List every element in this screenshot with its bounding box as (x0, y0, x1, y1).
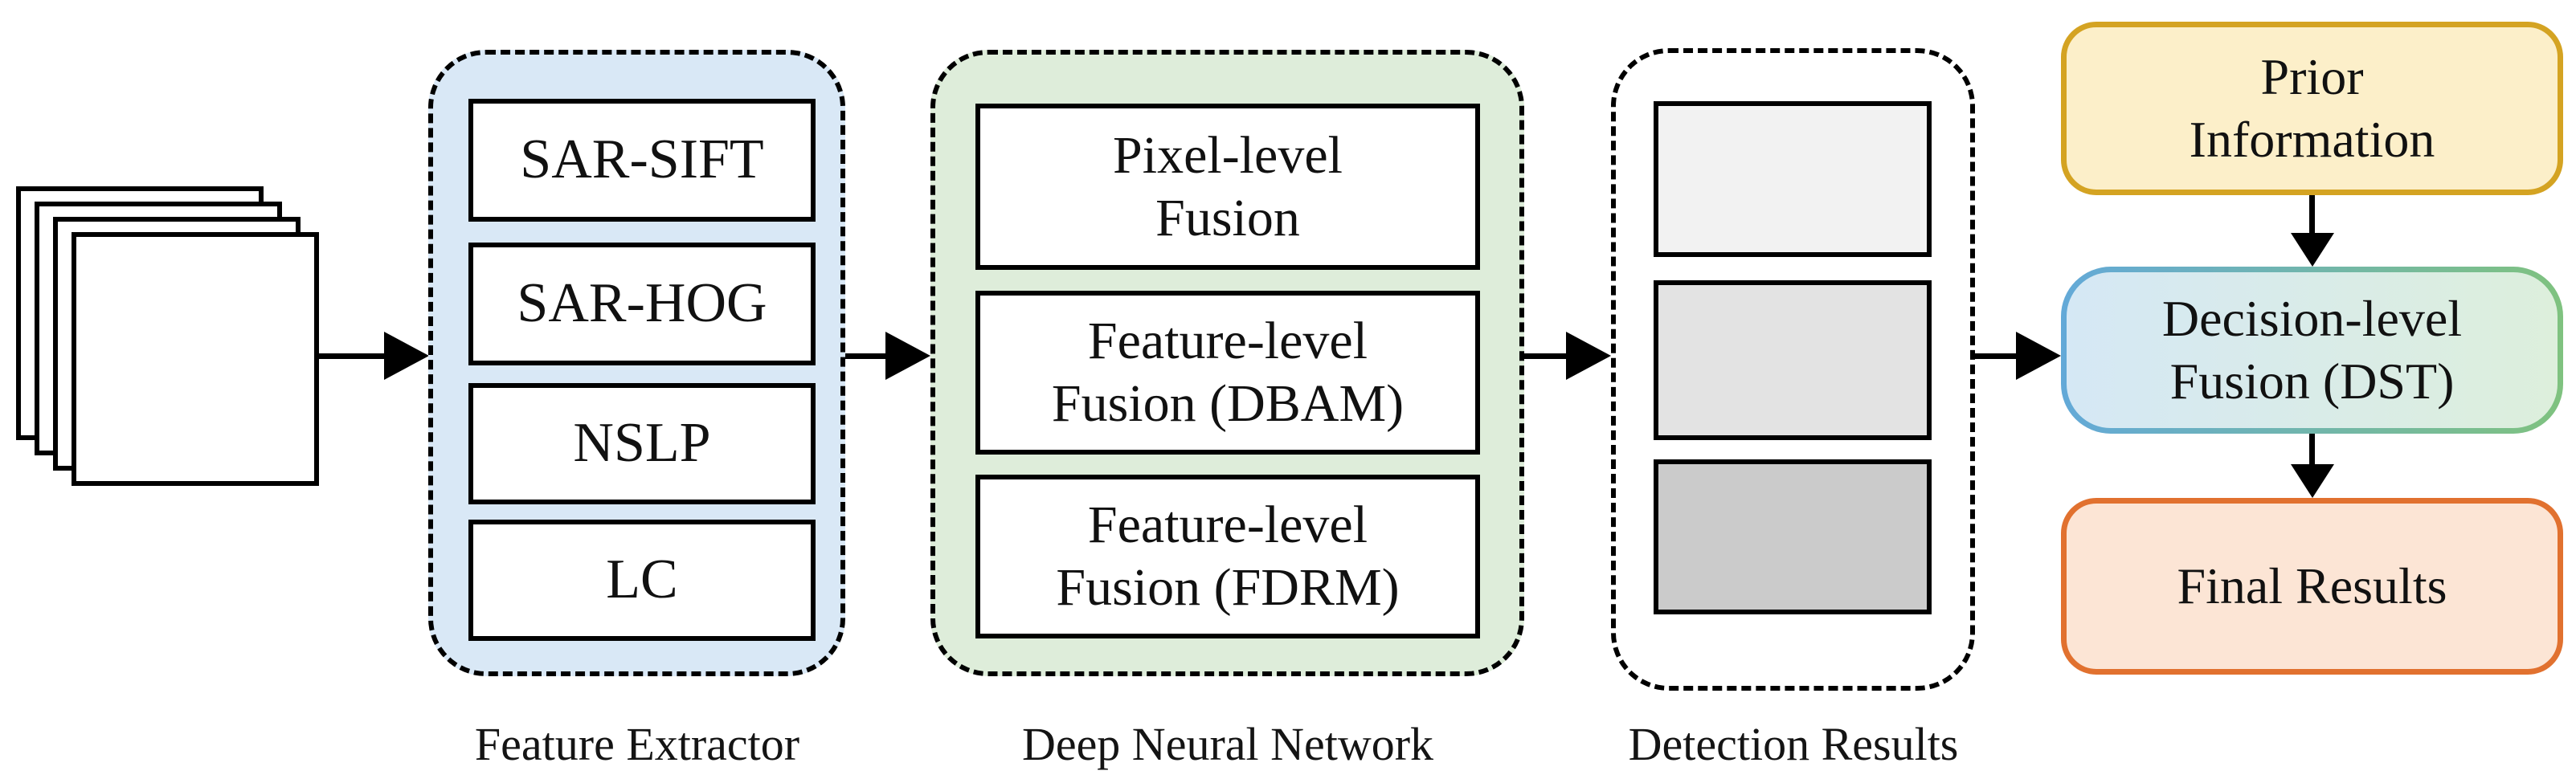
feature-extractor-box-sar-hog: SAR-HOG (468, 243, 816, 365)
detection-results-label: Detection Results (1628, 718, 1959, 770)
dnn-box-line: Fusion (FDRM) (1056, 558, 1400, 617)
prior-information-node: Prior Information (2061, 22, 2563, 195)
dnn-box-line: Feature-level (1087, 312, 1368, 371)
prior-information-line: Information (2189, 111, 2435, 168)
dnn-box-line: Fusion (DBAM) (1051, 374, 1405, 433)
stacked-page-front (72, 232, 319, 486)
detection-result-box-3 (1654, 459, 1932, 614)
feature-extractor-label: Feature Extractor (474, 718, 800, 770)
detection-result-box-2 (1654, 280, 1932, 440)
dnn-box-line: Fusion (1155, 188, 1300, 247)
final-results-text: Final Results (2177, 557, 2447, 614)
feature-extractor-box-nslp: NSLP (468, 383, 816, 504)
dnn-box-feature-level-fusion-fdrm: Feature-level Fusion (FDRM) (975, 475, 1480, 638)
final-results-node: Final Results (2061, 498, 2563, 675)
decision-level-fusion-node: Decision-level Fusion (DST) (2061, 267, 2563, 434)
detection-result-box-1 (1654, 101, 1932, 257)
decision-fusion-line: Decision-level (2161, 289, 2463, 347)
deep-neural-network-label: Deep Neural Network (1021, 718, 1434, 770)
dnn-box-line: Pixel-level (1113, 125, 1343, 185)
dnn-box-line: Feature-level (1087, 496, 1368, 555)
prior-information-line: Prior (2260, 47, 2364, 105)
feature-extractor-box-sar-sift: SAR-SIFT (468, 99, 816, 222)
feature-extractor-box-lc: LC (468, 520, 816, 641)
dnn-box-feature-level-fusion-dbam: Feature-level Fusion (DBAM) (975, 291, 1480, 455)
dnn-box-pixel-level-fusion: Pixel-level Fusion (975, 104, 1480, 270)
decision-fusion-line: Fusion (DST) (2169, 353, 2455, 410)
